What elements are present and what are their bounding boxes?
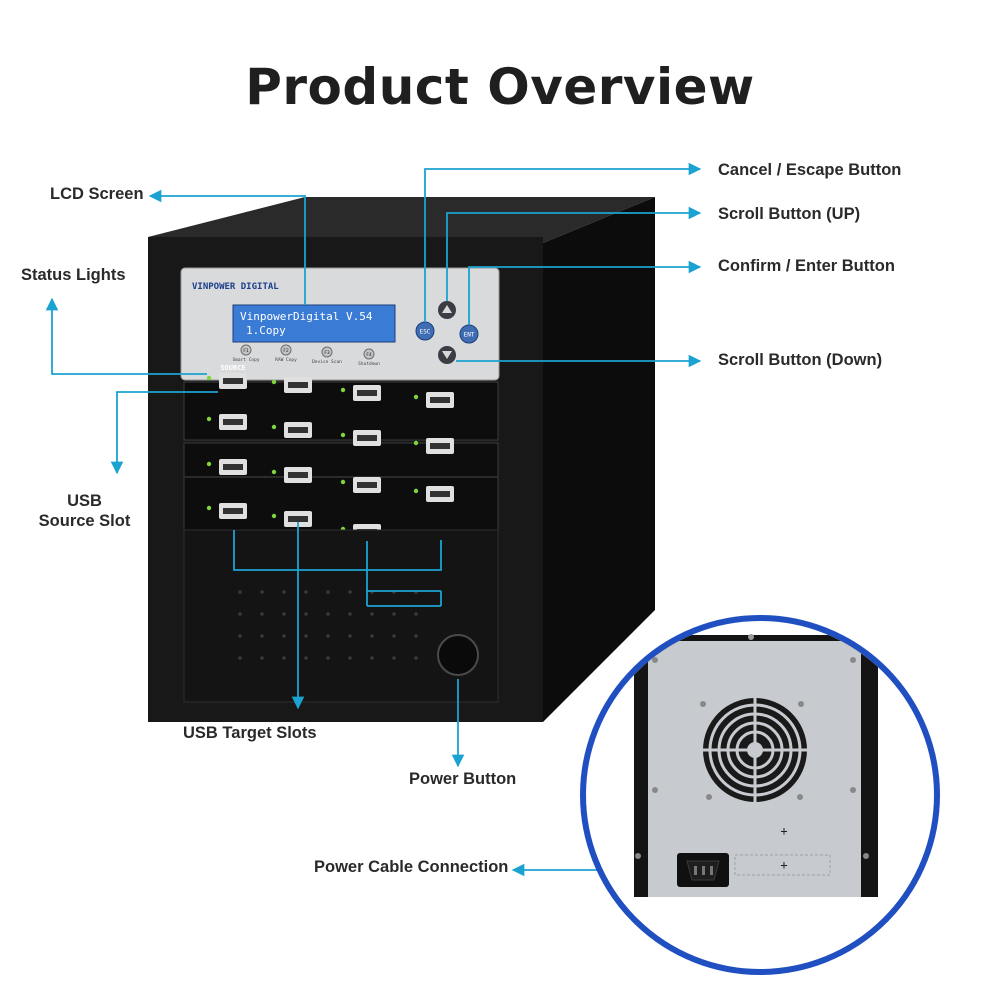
usb-target-port[interactable] [271, 422, 312, 438]
usb-target-port[interactable] [271, 511, 312, 527]
f3-key-caption: Device Scan [312, 359, 342, 365]
f4-key-label: F4 [366, 352, 372, 358]
svg-text:+: + [780, 824, 787, 838]
esc-button-label: ESC [420, 329, 431, 336]
usb-target-port[interactable] [340, 477, 381, 493]
lcd-screen [232, 304, 396, 343]
f1-key-label: F1 [243, 348, 249, 354]
f2-key-caption: RAW Copy [275, 357, 297, 363]
label-scroll-button-up: Scroll Button (UP) [718, 205, 861, 223]
power-button[interactable] [437, 634, 479, 676]
f2-key[interactable] [280, 344, 292, 356]
label-usb-target-slots: USB Target Slots [183, 724, 317, 742]
label-confirm-enter-button: Confirm / Enter Button [718, 257, 895, 275]
usb-target-port[interactable] [206, 503, 247, 519]
usb-bay-upper [183, 381, 499, 441]
f3-key-label: F3 [324, 350, 330, 356]
usb-target-port[interactable] [271, 467, 312, 483]
f1-key[interactable] [240, 344, 252, 356]
chassis-side [543, 197, 655, 722]
brand-logo: VINPOWER DIGITAL [192, 282, 279, 292]
lcd-line-1: VinpowerDigital V.54 [240, 310, 373, 323]
vent-panel [183, 529, 499, 703]
usb-target-port[interactable] [206, 414, 247, 430]
fan-grille [703, 698, 807, 802]
f4-key-caption: Shutdown [358, 361, 380, 367]
usb-target-port[interactable] [271, 377, 312, 393]
f3-key[interactable] [321, 346, 333, 358]
ent-button-label: ENT [464, 332, 475, 339]
usb-target-port[interactable] [340, 430, 381, 446]
usb-target-port[interactable] [340, 385, 381, 401]
f4-key[interactable] [363, 348, 375, 360]
usb-target-port[interactable] [413, 392, 454, 408]
label-usb-source-slot: USB Source Slot [36, 491, 133, 531]
svg-text:+: + [780, 858, 787, 872]
up-arrow-icon [442, 305, 452, 313]
label-status-lights: Status Lights [21, 266, 126, 284]
label-scroll-button-down: Scroll Button (Down) [718, 351, 883, 369]
label-usb-source-slot-line2: Source Slot [38, 512, 131, 530]
usb-target-port[interactable] [413, 486, 454, 502]
f2-key-label: F2 [283, 348, 289, 354]
lcd-line-2: 1.Copy [246, 324, 286, 337]
chassis-top [148, 197, 655, 243]
label-usb-source-slot-line1: USB [67, 492, 102, 510]
usb-source-port[interactable] [206, 373, 247, 389]
function-keys: F1 Smart Copy F2 RAW Copy F3 Device Scan… [232, 344, 380, 367]
label-cancel-escape-button: Cancel / Escape Button [718, 161, 902, 179]
down-arrow-icon [442, 351, 452, 359]
source-slot-label: SOURCE [220, 364, 245, 372]
rear-panel: + + [634, 634, 878, 897]
label-lcd-screen: LCD Screen [50, 185, 144, 203]
usb-target-port[interactable] [413, 438, 454, 454]
label-power-button: Power Button [409, 770, 517, 788]
callout-lines [45, 162, 702, 877]
label-power-cable-connection: Power Cable Connection [314, 858, 509, 876]
usb-target-port[interactable] [206, 459, 247, 475]
usb-bay-divider [184, 476, 498, 478]
f1-key-caption: Smart Copy [232, 357, 259, 363]
page-title: Product Overview [245, 58, 755, 116]
